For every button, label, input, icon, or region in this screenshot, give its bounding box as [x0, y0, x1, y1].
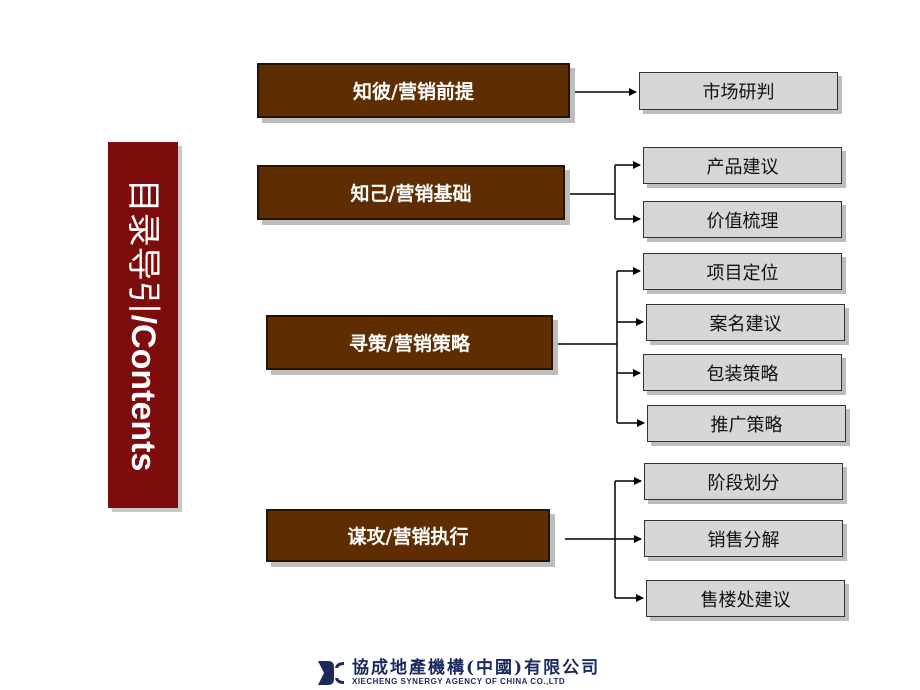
- item-box-2-1: 产品建议: [643, 147, 842, 184]
- item-box-3-2: 案名建议: [646, 304, 845, 341]
- item-box-3-3: 包装策略: [643, 354, 842, 391]
- contents-title-banner: 目录导引/Contents: [108, 142, 178, 508]
- company-footer: 協成地產機構(中國)有限公司 XIECHENG SYNERGY AGENCY O…: [316, 656, 600, 690]
- item-box-4-2: 销售分解: [644, 520, 843, 557]
- item-box-2-2: 价值梳理: [643, 201, 842, 238]
- section-box-3: 寻策/营销策略: [266, 315, 553, 370]
- item-box-3-1: 项目定位: [643, 253, 842, 290]
- item-box-4-3: 售楼处建议: [646, 580, 845, 617]
- item-box-3-4: 推广策略: [647, 405, 846, 442]
- section-box-4: 谋攻/营销执行: [266, 509, 550, 562]
- company-name-en: XIECHENG SYNERGY AGENCY OF CHINA CO.,LTD: [352, 677, 566, 686]
- xiecheng-logo-icon: [318, 661, 344, 685]
- item-box-4-1: 阶段划分: [644, 463, 843, 500]
- item-box-1-1: 市场研判: [639, 72, 838, 110]
- section-box-2: 知己/营销基础: [257, 165, 565, 220]
- section-box-1: 知彼/营销前提: [257, 63, 570, 118]
- company-name-cn: 協成地產機構(中國)有限公司: [352, 658, 601, 678]
